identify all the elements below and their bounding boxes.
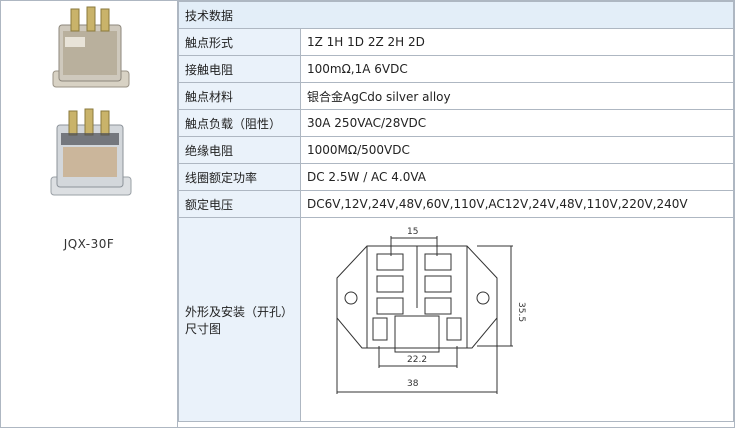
spec-label: 线圈额定功率 <box>178 163 301 191</box>
dimension-drawing: 15 <box>336 227 526 394</box>
dimension-label: 外形及安装（开孔）尺寸图 <box>178 217 301 422</box>
spec-value: 1000MΩ/500VDC <box>300 136 734 164</box>
dim-inner: 22.2 <box>407 355 427 365</box>
relay-photo <box>50 6 132 196</box>
spec-label: 额定电压 <box>178 190 301 218</box>
spec-label: 绝缘电阻 <box>178 136 301 164</box>
spec-value: DC6V,12V,24V,48V,60V,110V,AC12V,24V,48V,… <box>300 190 734 218</box>
spec-label: 触点负载（阻性） <box>178 109 301 137</box>
spec-table-header: 技术数据 <box>178 1 734 29</box>
dimension-drawing-cell: 15 <box>300 217 734 422</box>
spec-label: 接触电阻 <box>178 55 301 83</box>
spec-label: 触点形式 <box>178 28 301 56</box>
spec-table: 技术数据 触点形式 1Z 1H 1D 2Z 2H 2D 接触电阻 100mΩ,1… <box>178 1 734 422</box>
dim-right: 35.5 <box>516 302 526 322</box>
spec-value: 100mΩ,1A 6VDC <box>300 55 734 83</box>
dim-top: 15 <box>407 227 418 237</box>
spec-label: 触点材料 <box>178 82 301 110</box>
dim-bottom: 38 <box>407 379 419 389</box>
product-model: JQX-30F <box>63 237 115 251</box>
spec-value: 银合金AgCdo silver alloy <box>300 82 734 110</box>
spec-value: 1Z 1H 1D 2Z 2H 2D <box>300 28 734 56</box>
spec-value: 30A 250VAC/28VDC <box>300 109 734 137</box>
spec-value: DC 2.5W / AC 4.0VA <box>300 163 734 191</box>
product-panel: JQX-30F <box>1 1 178 427</box>
